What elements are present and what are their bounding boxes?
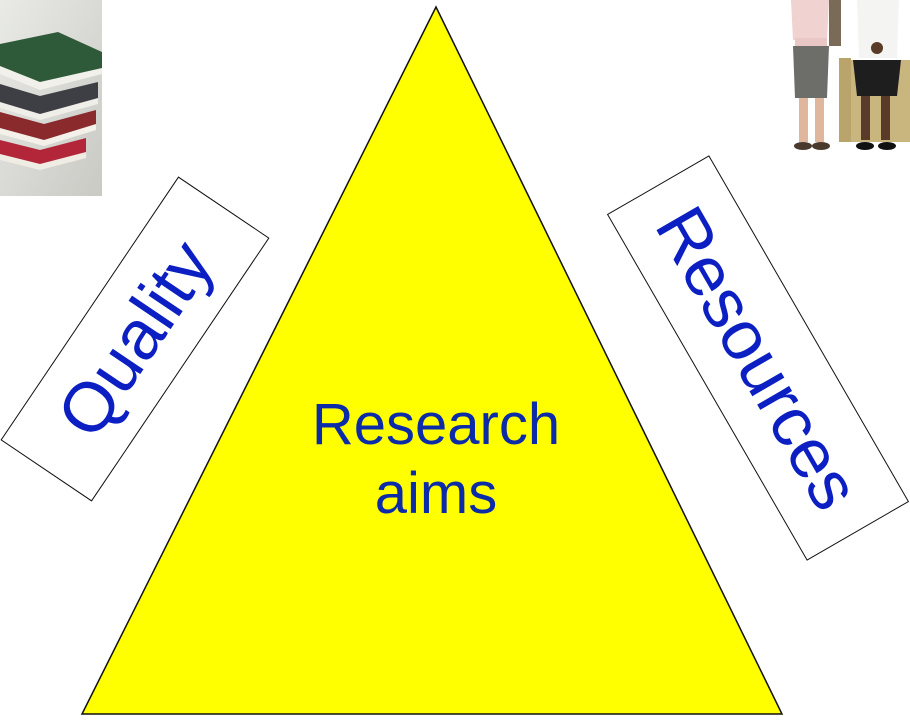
people-photo xyxy=(765,0,910,160)
research-aims-label: Research aims xyxy=(236,390,636,528)
books-illustration xyxy=(0,0,102,196)
people-illustration xyxy=(765,0,910,160)
research-aims-line-2: aims xyxy=(374,461,498,527)
research-aims-line-1: Research xyxy=(311,392,561,457)
books-photo xyxy=(0,0,102,196)
research-aims-triangle xyxy=(80,5,784,715)
